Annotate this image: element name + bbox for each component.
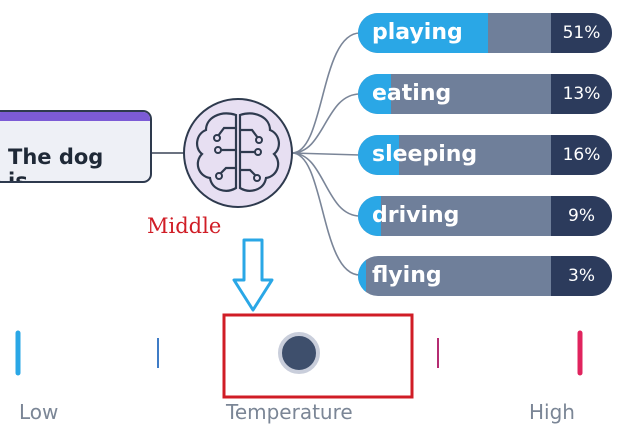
token-pct-box [551,196,612,236]
highlight-box [222,313,414,399]
prompt-box: The dog is... [0,110,152,183]
connector-playing [291,32,361,154]
prompt-text: The dog is... [8,145,104,183]
connector-driving [291,152,361,217]
token-prob-fill [358,196,381,236]
token-prob-fill [358,13,488,53]
token-pct-box [551,74,612,114]
slider-mid-label: Temperature [226,400,353,424]
brain-chip-icon [183,98,293,208]
prompt-box-header [0,112,150,121]
token-bar-sleeping: sleeping 16% [358,135,612,175]
temperature-slider[interactable] [15,330,583,376]
token-word: flying [372,263,442,288]
connector-eating [291,93,361,154]
token-bar-eating: eating 13% [358,74,612,114]
slider-knob[interactable] [278,332,320,374]
token-pct: 9% [568,206,595,226]
token-pct: 16% [562,145,601,165]
connector-flying [291,152,361,276]
token-pct: 51% [562,23,601,43]
token-pct-box [551,13,612,53]
token-pct-box [551,135,612,175]
token-word: driving [372,203,460,228]
token-bar-driving: driving 9% [358,196,612,236]
connector-sleeping [291,152,361,156]
token-word: eating [372,81,452,106]
token-prob-fill [358,74,392,114]
down-arrow-icon [232,238,274,312]
token-pct: 13% [562,84,601,104]
token-prob-fill [358,256,366,296]
token-word: sleeping [372,142,478,167]
token-bar-playing: playing 51% [358,13,612,53]
token-prob-fill [358,135,399,175]
slider-high-label: High [529,400,575,424]
token-pct-box [551,256,612,296]
token-bar-flying: flying 3% [358,256,612,296]
token-pct: 3% [568,266,595,286]
token-word: playing [372,20,463,45]
token-connectors [291,32,361,276]
middle-annotation-label: Middle [147,214,222,238]
slider-low-label: Low [19,400,59,424]
